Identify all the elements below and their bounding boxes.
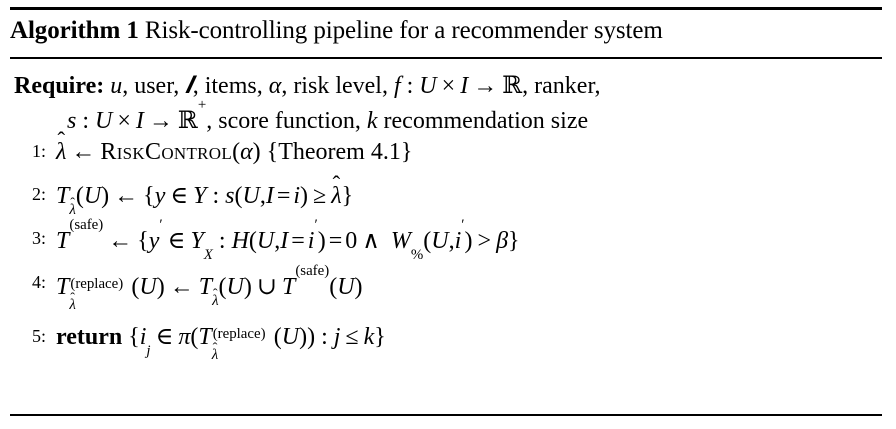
rule-top [10, 7, 882, 10]
step-number: 3: [31, 227, 46, 248]
algorithm-title: Algorithm 1 Risk-controlling pipeline fo… [10, 10, 882, 48]
algorithm-step-5: 5: return{ij∈π(T(replace)̂λ(U)) : j≤k} [10, 322, 882, 366]
algorithm-title-text: Risk-controlling pipeline for a recommen… [144, 17, 663, 44]
require-line-2: s : U×I→ℝ+, score function, k recommenda… [67, 96, 589, 134]
step-content: T̂λ(U)←{y∈Y : s(U,I=i)≥̂λ} [56, 182, 354, 218]
step-content: T(replace)̂λ(U)←T̂λ(U)∪T(safe)(U) [56, 262, 363, 313]
algorithm-step-2: 2: T̂λ(U)←{y∈Y : s(U,I=i)≥̂λ} [10, 181, 882, 226]
algorithm-block: Algorithm 1 Risk-controlling pipeline fo… [0, 7, 896, 429]
step-number: 5: [31, 325, 46, 346]
algorithm-body: Require:u, user, 𝑰, items, α, risk level… [10, 59, 882, 366]
step-content: return{ij∈π(T(replace)̂λ(U)) : j≤k} [56, 323, 386, 363]
step-number: 4: [31, 271, 46, 292]
algorithm-label: Algorithm 1 [10, 17, 139, 44]
require-keyword: Require: [14, 72, 105, 99]
algorithm-step-1: 1: ̂λ←RiskControl(α) {Theorem 4.1} [10, 139, 882, 181]
riskcontrol-call: RiskControl [100, 138, 233, 165]
step-5-superscript: (replace) [212, 325, 266, 342]
rule-bottom [10, 414, 882, 416]
rule-middle [10, 57, 882, 59]
step-number: 2: [31, 183, 46, 204]
step-1-comment: {Theorem 4.1} [266, 138, 413, 165]
step-4-superscript: (replace) [70, 275, 124, 292]
step-content: T(safe)←{y′∈YX : H(U,I=i′)=0∧W%(U,i′)>β} [56, 216, 520, 263]
require-line-1: Require:u, user, 𝑰, items, α, risk level… [14, 70, 601, 99]
step-content: ̂λ←RiskControl(α) {Theorem 4.1} [56, 138, 413, 165]
step-3-w-subscript: % [410, 246, 424, 263]
return-keyword: return [56, 323, 123, 350]
algorithm-step-4: 4: T(replace)̂λ(U)←T̂λ(U)∪T(safe)(U) [10, 262, 882, 322]
step-3-superscript: (safe) [69, 216, 104, 233]
algorithm-step-3: 3: T(safe)←{y′∈YX : H(U,I=i′)=0∧W%(U,i′)… [10, 216, 882, 272]
step-number: 1: [31, 140, 46, 161]
